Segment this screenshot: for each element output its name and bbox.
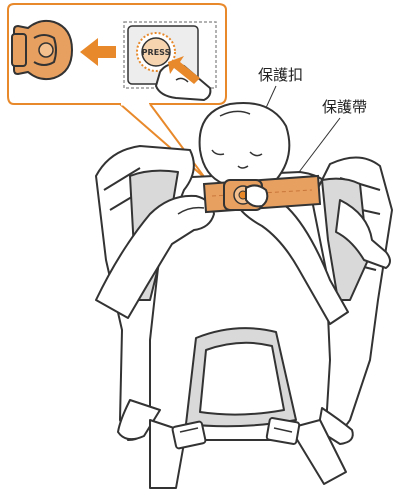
strap-label: 保護帶 [322, 98, 367, 116]
buckle-label: 保護扣 [258, 66, 303, 84]
thumb [246, 185, 267, 206]
press-button-label: PRESS [142, 48, 171, 57]
buckle-press-detail: PRESS [124, 22, 216, 100]
buckle-open-icon [12, 21, 72, 79]
baby-carrier-illustration [96, 103, 392, 488]
